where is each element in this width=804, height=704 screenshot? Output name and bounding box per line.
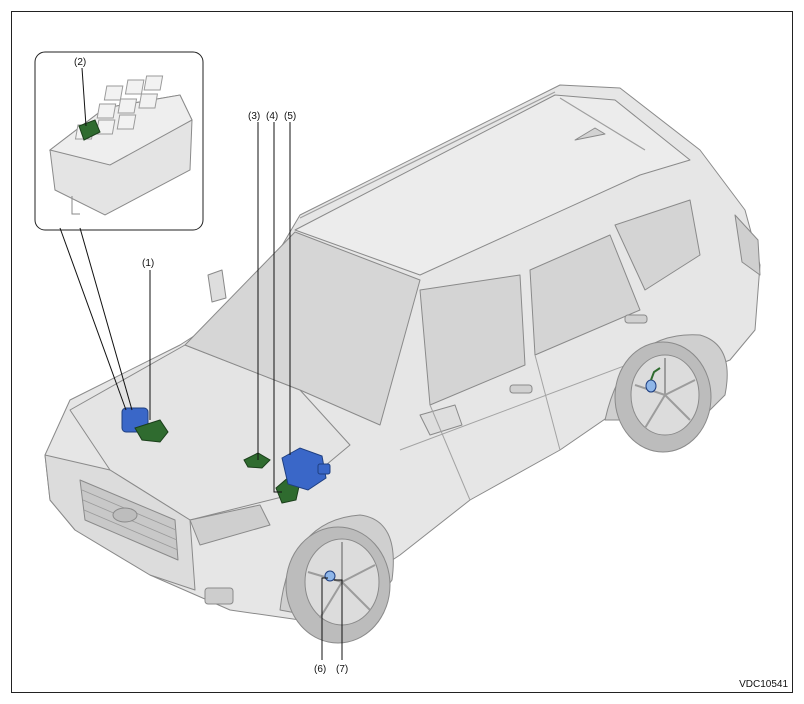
antenna: [574, 127, 606, 141]
rear-lamp: [734, 214, 761, 276]
component-5-reservoir: [317, 463, 331, 475]
leader-2: [81, 67, 87, 127]
headlight: [189, 504, 271, 546]
door-lines: [399, 354, 641, 501]
side-mirror: [419, 404, 463, 436]
callout-1: (1): [142, 258, 154, 269]
component-5-blue-part: [281, 447, 327, 491]
leader-7: [334, 579, 343, 660]
side-window-quarter: [614, 199, 701, 291]
door-handle-front: [509, 384, 533, 394]
component-5: [281, 447, 331, 491]
fuse-box-highlighted-relay: [78, 119, 101, 141]
windshield: [184, 231, 421, 426]
fog-lamp: [204, 587, 234, 605]
leader-4: [273, 122, 282, 493]
leader-6: [321, 577, 328, 660]
side-window-front: [419, 274, 526, 406]
fuse-box-bracket: [71, 196, 80, 215]
component-6-7-front-sensor: [324, 570, 336, 582]
callout-5: (5): [284, 111, 296, 122]
car-illustration: [44, 84, 761, 644]
leader-lines: [59, 67, 343, 660]
roof-rails: [299, 91, 646, 219]
leader-inset-a: [59, 227, 127, 411]
component-3: [243, 452, 271, 469]
emblem: [112, 507, 138, 523]
callout-6: (6): [314, 664, 326, 675]
side-mirror-left: [207, 269, 227, 303]
component-1: [121, 407, 169, 443]
rear-wheel-sensor-lead: [650, 367, 661, 381]
fuse-box-top: [48, 94, 193, 166]
inset-fuse-box: [34, 51, 204, 231]
figure-code: VDC10541: [739, 679, 788, 690]
component-1-green-part: [134, 419, 169, 443]
callout-7: (7): [336, 664, 348, 675]
rear-wheel-sensor: [645, 379, 657, 393]
side-window-rear: [529, 234, 641, 356]
callout-4: (4): [266, 111, 278, 122]
callout-3: (3): [248, 111, 260, 122]
leader-inset-b: [79, 227, 133, 411]
diagram-frame: [11, 11, 793, 693]
callout-2: (2): [74, 57, 86, 68]
front-rim-spokes: [307, 542, 376, 619]
car-roof: [294, 94, 691, 276]
door-handle-rear: [624, 314, 648, 324]
